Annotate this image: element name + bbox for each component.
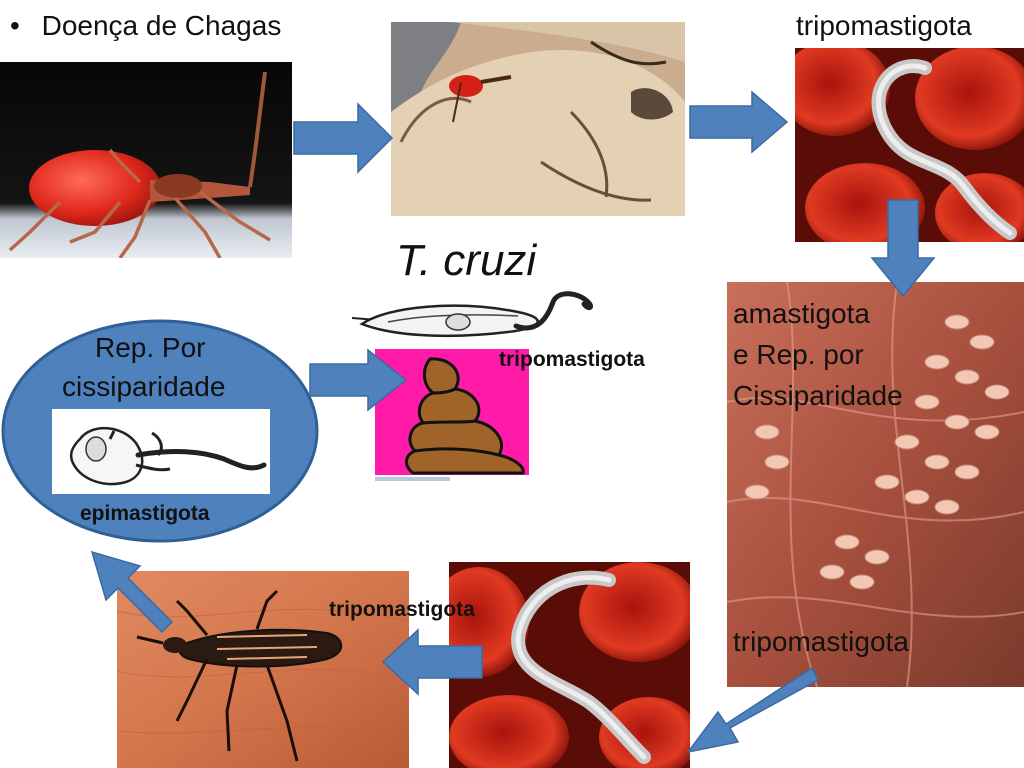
epimastigota-drawing xyxy=(52,409,270,494)
triatomine-on-skin-image xyxy=(117,571,409,768)
label-amastigota-rep: e Rep. por xyxy=(733,339,864,370)
tripomastigota-blood-image-bottom xyxy=(449,562,690,768)
amastigota-tissue-image xyxy=(727,282,1024,687)
triatomine-bug-image xyxy=(0,62,292,258)
label-epimastigota: epimastigota xyxy=(80,502,210,525)
label-tripomastigota-bottom: tripomastigota xyxy=(329,598,475,621)
sleeping-person-bite-image xyxy=(391,22,685,216)
label-tripomastigota-top: tripomastigota xyxy=(796,10,972,41)
arrow-right-1 xyxy=(293,102,394,174)
ellipse-text-line1: Rep. Por xyxy=(95,332,206,363)
label-amastigota: amastigota xyxy=(733,298,870,329)
feces-image-border xyxy=(375,477,450,481)
label-tripomastigota-right: tripomastigota xyxy=(733,626,909,657)
arrow-diagonal-4 xyxy=(686,666,819,754)
ellipse-text-line2: cissiparidade xyxy=(62,371,226,402)
label-tripomastigota-center: tripomastigota xyxy=(499,348,645,371)
label-amastigota-cissiparidade: Cissiparidade xyxy=(733,380,903,411)
tripomastigota-drawing xyxy=(348,286,600,346)
arrow-left-5 xyxy=(381,628,483,696)
bullet: • xyxy=(10,10,20,41)
arrow-down-3 xyxy=(870,199,936,298)
arrow-up-left-6 xyxy=(90,550,174,634)
arrow-right-2 xyxy=(689,90,789,154)
species-label: T. cruzi xyxy=(396,236,537,285)
slide-title: • Doença de Chagas xyxy=(10,10,281,42)
arrow-right-7 xyxy=(309,348,408,412)
feces-image xyxy=(375,349,529,475)
title-text: Doença de Chagas xyxy=(41,10,282,41)
